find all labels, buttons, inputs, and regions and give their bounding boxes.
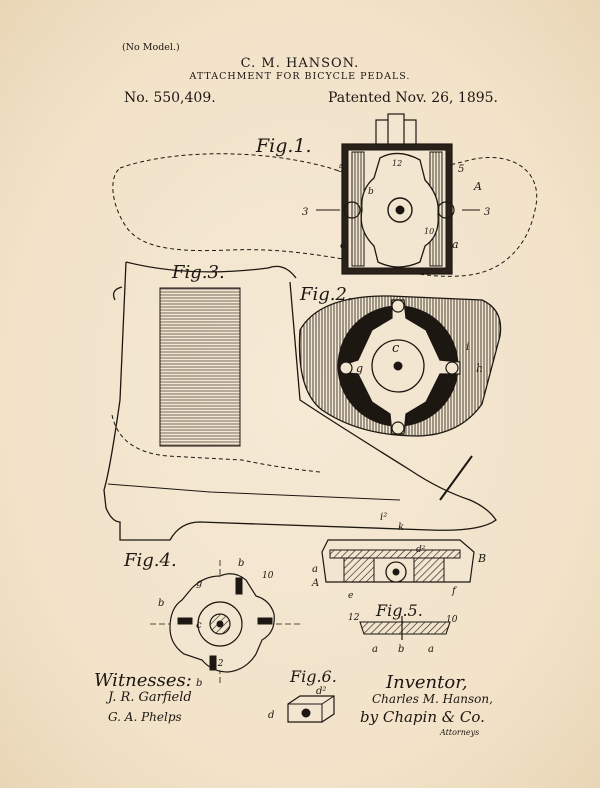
- fig2-drawing: [298, 295, 502, 437]
- label-12-fig4: 12: [212, 659, 224, 669]
- label-g-fig4: g: [196, 578, 202, 589]
- label-b-fig5: b: [398, 644, 404, 655]
- label-c-fig4: c: [196, 620, 202, 631]
- model-note: (No Model.): [122, 42, 180, 53]
- attorneys-label: Attorneys: [440, 728, 480, 737]
- fig4-drawing: [150, 560, 300, 684]
- pedal-section-drawing: [321, 539, 475, 583]
- label-i2: i²: [380, 512, 387, 523]
- fig6-label: Fig.6.: [289, 667, 337, 686]
- inventor-signature: Charles M. Hanson,: [372, 692, 493, 706]
- label-b-fig1: b: [368, 187, 374, 197]
- label-f-section: f: [451, 586, 458, 597]
- witness-signature-1: J. R. Garfield: [108, 690, 192, 705]
- patent-date: Patented Nov. 26, 1895.: [328, 90, 499, 106]
- inventor-heading: C. M. HANSON.: [240, 56, 360, 71]
- patent-number: No. 550,409.: [124, 90, 216, 106]
- label-a-section: a: [312, 564, 318, 575]
- label-b-fig4-bottom: b: [196, 678, 202, 689]
- label-a-fig1-right: a: [452, 238, 459, 251]
- label-d2-fig6: d²: [316, 686, 326, 697]
- label-d-fig6: d: [268, 710, 274, 721]
- label-10-fig5: 10: [446, 615, 458, 625]
- label-a-fig5-right: a: [428, 644, 434, 655]
- fig1-drawing: [112, 113, 538, 277]
- label-e-section: e: [348, 591, 353, 601]
- label-A-section: A: [311, 578, 319, 589]
- fig1-label: Fig.1.: [255, 135, 312, 157]
- label-5-left: 5: [338, 164, 344, 175]
- witness-signature-2: G. A. Phelps: [108, 710, 182, 724]
- fig6-drawing: [287, 695, 335, 723]
- label-k: k: [398, 522, 404, 533]
- label-d2-section: d²: [416, 545, 426, 555]
- fig5-label: Fig.5.: [375, 601, 423, 620]
- witnesses-label: Witnesses:: [94, 670, 192, 691]
- label-B: B: [477, 552, 486, 565]
- label-5-right: 5: [458, 164, 464, 175]
- label-i-fig2: i: [466, 342, 469, 353]
- label-3-right: 3: [484, 207, 490, 218]
- patent-title: ATTACHMENT FOR BICYCLE PEDALS.: [189, 71, 411, 82]
- attorney-by-line: by Chapin & Co.: [360, 708, 485, 726]
- fig3-boot-drawing: [103, 261, 497, 541]
- fig5-drawing: [359, 616, 451, 640]
- fig3-label: Fig.3.: [171, 262, 225, 283]
- fig4-label: Fig.4.: [123, 550, 177, 571]
- label-h-fig2: h: [476, 362, 483, 375]
- label-3-left: 3: [302, 207, 308, 218]
- inventor-label: Inventor,: [386, 672, 468, 693]
- label-10-fig1: 10: [424, 227, 434, 236]
- label-12-fig5: 12: [348, 613, 360, 623]
- label-g-fig2: g: [356, 362, 363, 375]
- label-b-fig4-top: b: [238, 558, 244, 569]
- label-b-fig4-left: b: [158, 598, 164, 609]
- label-a-fig5: a: [372, 644, 378, 655]
- label-A-fig1: A: [473, 180, 482, 193]
- label-10-fig4: 10: [262, 571, 274, 581]
- label-12-fig1: 12: [392, 159, 402, 168]
- fig2-label: Fig.2.: [299, 284, 353, 305]
- label-a-fig1-left: a: [340, 238, 347, 251]
- label-c-fig2: c: [392, 341, 400, 356]
